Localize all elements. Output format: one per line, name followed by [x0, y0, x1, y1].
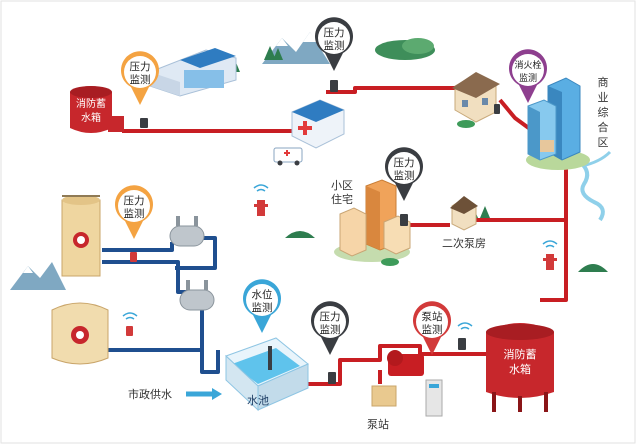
- pin-label-pressure-3-0: 压力: [394, 156, 415, 169]
- pin-label-pressure-1-0: 压力: [130, 60, 151, 73]
- pump-station-label: 泵站: [367, 417, 389, 431]
- elevated-water-tower-icon: [61, 195, 101, 277]
- pin-label-pressure-3-1: 监测: [394, 169, 415, 182]
- commercial-label-3: 综: [598, 105, 609, 119]
- tank-top-left-label-1: 消防蓄: [76, 97, 106, 110]
- pin-label-pressure-2-1: 监测: [324, 39, 345, 52]
- secondary-pump-label: 二次泵房: [442, 236, 486, 250]
- river-icon: [578, 160, 605, 222]
- pump-station-icon: [371, 350, 443, 417]
- commercial-label-4: 合: [598, 120, 609, 134]
- tank-bottom-right-label-1: 消防蓄: [504, 347, 537, 361]
- fire-water-tank-bottom-right: [486, 323, 554, 412]
- hydrant-sensor-icon: [494, 104, 500, 114]
- scenery: [10, 32, 612, 290]
- secondary-pump-house-icon: [450, 196, 478, 231]
- pool-label: 水池: [247, 394, 269, 407]
- fire-water-tank-top-left: [70, 86, 124, 133]
- commercial-towers-icon: [526, 77, 590, 170]
- pressure-sensor-icon: [126, 326, 133, 336]
- pressure-sensor-icon: [330, 80, 338, 92]
- pin-label-pressure-1-1: 监测: [130, 73, 151, 86]
- car-icon: [457, 120, 475, 128]
- pin-label-pressure-4-0: 压力: [124, 194, 145, 207]
- bush-icon: [578, 264, 608, 272]
- commercial-label-5: 区: [598, 136, 609, 149]
- pressure-sensor-icon: [328, 372, 336, 384]
- commercial-label: 商 业 综 合 区: [598, 75, 609, 149]
- pin-label-pump-monitor-0: 泵站: [422, 310, 443, 323]
- commercial-label-2: 业: [598, 91, 609, 104]
- water-pool-icon: [225, 337, 309, 412]
- pin-label-pump-monitor-1: 监测: [422, 323, 443, 336]
- municipal-supply-label: 市政供水: [128, 387, 172, 401]
- pressure-vessel-icon: [169, 216, 205, 247]
- storage-tank-icon: [51, 302, 109, 365]
- pressure-sensor-icon: [130, 252, 137, 262]
- fire-hydrant-icon: [543, 254, 557, 270]
- hospital-building-icon: [291, 99, 345, 149]
- car-icon: [381, 258, 399, 266]
- tank-bottom-right-label-2: 水箱: [509, 362, 531, 376]
- pin-label-pressure-2-0: 压力: [324, 26, 345, 39]
- commercial-label-1: 商: [598, 75, 609, 89]
- residential-label-1: 小区: [331, 179, 353, 192]
- pressure-sensor-icon: [400, 214, 408, 226]
- ambulance-icon: [273, 147, 303, 166]
- bush-icon: [285, 231, 315, 238]
- pin-label-hydrant-1: 监测: [519, 72, 537, 84]
- pin-label-water-level-0: 水位: [252, 288, 273, 301]
- pin-label-pressure-5-0: 压力: [320, 310, 341, 323]
- pin-label-water-level-1: 监测: [252, 301, 273, 314]
- pin-label-pressure-5-1: 监测: [320, 323, 341, 336]
- villa-house-icon: [452, 72, 500, 123]
- pressure-vessel-icon: [179, 280, 215, 311]
- pressure-sensor-icon: [458, 338, 466, 350]
- blue-pipe-network: [102, 236, 220, 374]
- tank-top-left-label-2: 水箱: [81, 111, 101, 124]
- tree-icon: [264, 46, 283, 60]
- residential-label-2: 住宅: [331, 192, 353, 206]
- mountain-icon: [10, 262, 66, 290]
- fire-hydrant-icon: [254, 200, 268, 216]
- waterworks-building-icon: [149, 48, 237, 97]
- pin-label-pressure-4-1: 监测: [124, 207, 145, 220]
- pin-label-hydrant-0: 消火栓: [514, 59, 541, 71]
- wireless-signal-icons: [122, 184, 558, 330]
- pressure-sensor-icon: [140, 118, 148, 128]
